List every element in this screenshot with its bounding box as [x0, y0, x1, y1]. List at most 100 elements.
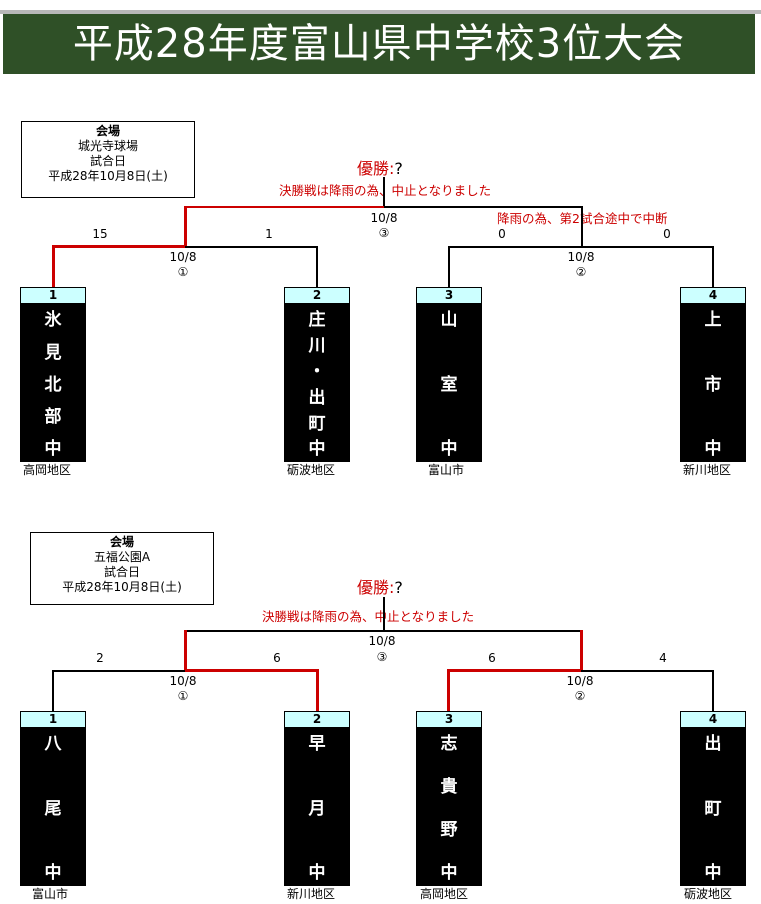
team-region: 富山市 — [428, 463, 465, 477]
semi1-stem — [184, 206, 187, 247]
team-region: 新川地区 — [683, 463, 732, 477]
seed-badge: 1 — [20, 287, 86, 304]
semi2-bar-right — [581, 670, 714, 672]
venue-name: 五福公園A — [93, 550, 151, 564]
semi1-stem — [184, 630, 187, 671]
match-date: 平成28年10月8日(土) — [62, 580, 182, 594]
semi1-match-no: ① — [177, 265, 189, 279]
team-name-char: 市 — [704, 375, 722, 395]
venue-heading: 会場 — [109, 535, 134, 549]
final-center-stem — [383, 177, 385, 207]
team-name-char: 月 — [308, 799, 326, 819]
final-center-stem — [383, 597, 385, 631]
team2-drop — [316, 669, 319, 711]
venue-box: 会場 五福公園A 試合日 平成28年10月8日(土) — [30, 532, 214, 605]
team-card: 氷 見 北 部 中 — [20, 304, 86, 462]
semi1-score-left: 2 — [96, 651, 104, 665]
team-name-char: 上 — [704, 310, 722, 330]
final-match-no: ③ — [378, 226, 390, 240]
semi1-score-right: 1 — [265, 227, 273, 241]
team-card: 志 貴 野 中 — [416, 728, 482, 886]
team-name-char: ・ — [308, 362, 326, 382]
semi1-date: 10/8 — [169, 250, 197, 264]
final-note: 決勝戦は降雨の為、中止となりました — [262, 609, 475, 624]
semi1-bar-left — [52, 670, 186, 672]
seed-badge: 3 — [416, 711, 482, 728]
final-bar-left — [185, 206, 384, 208]
semi2-score-right: 0 — [663, 227, 671, 241]
team-card: 山 室 中 — [416, 304, 482, 462]
semi2-score-left: 0 — [498, 227, 506, 241]
final-note: 決勝戦は降雨の為、中止となりました — [279, 183, 492, 198]
team1-drop — [52, 670, 54, 711]
team-name-char: 尾 — [44, 799, 62, 819]
team-name-char: 出 — [704, 734, 722, 754]
final-date: 10/8 — [368, 634, 396, 648]
semi2-date: 10/8 — [566, 674, 594, 688]
semi1-bar-left — [52, 245, 186, 248]
team-name-char: 中 — [440, 439, 458, 459]
top-rule — [0, 10, 761, 14]
team2-drop — [316, 246, 318, 287]
team-name-char: 出 — [308, 388, 326, 408]
champion: 優勝:? — [357, 160, 403, 178]
team-name-char: 中 — [704, 863, 722, 883]
team-name-char: 早 — [308, 734, 326, 754]
team-name-char: 志 — [440, 734, 458, 754]
seed-badge: 2 — [284, 287, 350, 304]
champion-label: 優勝: — [357, 578, 395, 597]
team-name-char: 貴 — [440, 777, 458, 797]
seed-badge: 4 — [680, 287, 746, 304]
semi2-bar-left — [448, 669, 582, 672]
semi2-score-right: 4 — [659, 651, 667, 665]
team-name-char: 川 — [308, 336, 326, 356]
team-name-char: 見 — [44, 343, 62, 363]
team-name-char: 中 — [704, 439, 722, 459]
team-name-char: 中 — [44, 439, 62, 459]
team-name-char: 庄 — [308, 310, 326, 330]
team-name-char: 中 — [440, 863, 458, 883]
seed-badge: 4 — [680, 711, 746, 728]
team1-drop — [52, 245, 55, 287]
team-card: 早 月 中 — [284, 728, 350, 886]
seed-badge: 3 — [416, 287, 482, 304]
team-name-char: 町 — [704, 799, 722, 819]
seed-badge: 2 — [284, 711, 350, 728]
champion-value: ? — [394, 578, 403, 597]
team-card: 八 尾 中 — [20, 728, 86, 886]
semi2-match-no: ② — [574, 689, 586, 703]
semi2-stem — [581, 206, 583, 247]
team3-drop — [448, 246, 450, 287]
semi1-bar-right — [185, 669, 319, 672]
team-name-char: 山 — [440, 310, 458, 330]
team-region: 高岡地区 — [420, 887, 469, 901]
team-region: 新川地区 — [287, 887, 336, 901]
team-card: 出 町 中 — [680, 728, 746, 886]
semi1-score-right: 6 — [273, 651, 281, 665]
team-name-char: 中 — [44, 863, 62, 883]
semi2-score-left: 6 — [488, 651, 496, 665]
seed-badge: 1 — [20, 711, 86, 728]
match-date: 平成28年10月8日(土) — [48, 169, 168, 183]
team-name-char: 室 — [440, 375, 458, 395]
team4-drop — [712, 246, 714, 287]
venue-name: 城光寺球場 — [77, 139, 138, 153]
final-bar-right — [384, 206, 583, 208]
semi2-bar — [448, 246, 714, 248]
champion: 優勝:? — [357, 579, 403, 597]
team-name-char: 中 — [308, 439, 326, 459]
team-region: 砺波地区 — [287, 463, 336, 477]
champion-value: ? — [394, 159, 403, 178]
team3-drop — [447, 669, 450, 711]
final-date: 10/8 — [370, 211, 398, 225]
team-region: 高岡地区 — [23, 463, 72, 477]
final-bar — [185, 630, 583, 632]
team-card: 上 市 中 — [680, 304, 746, 462]
semi1-date: 10/8 — [169, 674, 197, 688]
team-name-char: 町 — [308, 414, 326, 434]
venue-heading: 会場 — [95, 124, 120, 138]
team-name-char: 氷 — [44, 310, 62, 330]
team4-drop — [712, 670, 714, 711]
team-card: 庄 川 ・ 出 町 中 — [284, 304, 350, 462]
champion-label: 優勝: — [357, 159, 395, 178]
